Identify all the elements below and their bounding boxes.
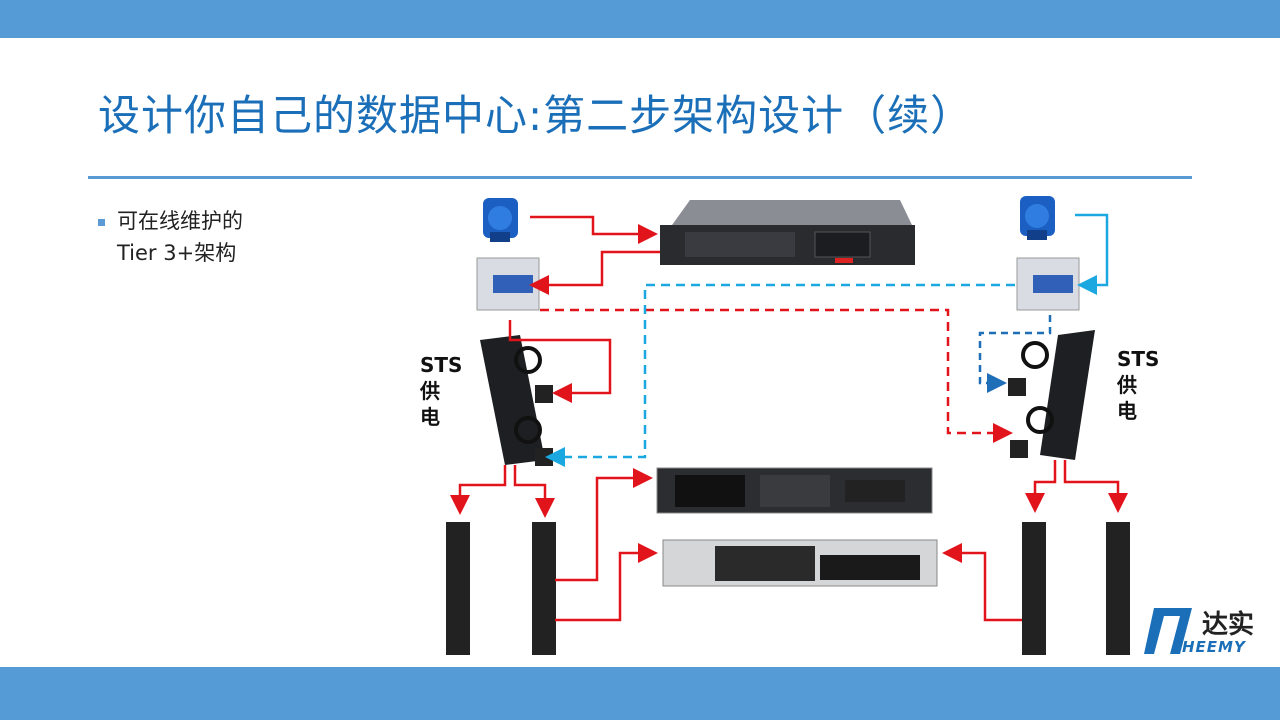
pdu-3 <box>1022 522 1046 655</box>
darkblue-dashed-line <box>978 315 1052 393</box>
bullet-line-2: Tier 3+架构 <box>117 241 237 265</box>
logo-en: HEEMY <box>1182 638 1246 656</box>
title-divider <box>88 176 1192 179</box>
redundant-blue-dashed-line <box>545 283 1015 467</box>
industrial-plug-right <box>1020 196 1055 240</box>
sts-label-line: 供 <box>420 379 440 403</box>
circuit-breaker-left <box>476 257 540 311</box>
sts-label-line: 电 <box>420 405 440 429</box>
blue-power-line <box>1075 213 1109 295</box>
sts-label-left: STS 供 电 <box>420 352 462 430</box>
pdu-4 <box>1106 522 1130 655</box>
sts-left <box>480 335 553 466</box>
pdu-2 <box>532 522 556 655</box>
circuit-breaker-right <box>1016 257 1080 311</box>
bullet-icon <box>98 218 105 226</box>
sts-label-right: STS 供 电 <box>1117 346 1159 424</box>
sts-label-line: 电 <box>1117 399 1137 423</box>
ibm-server <box>656 467 933 514</box>
sts-label-line: STS <box>420 353 463 377</box>
bullet-line-1: 可在线维护的 <box>117 209 243 233</box>
slide-title: 设计你自己的数据中心:第二步架构设计（续） <box>98 91 974 140</box>
sts-label-line: STS <box>1117 347 1160 371</box>
power-lines-red <box>450 215 1128 622</box>
top-banner <box>0 0 1280 38</box>
sts-label-line: 供 <box>1117 373 1137 397</box>
ups-unit <box>660 200 915 265</box>
logo-mark-icon <box>1144 608 1192 654</box>
sts-right <box>1008 330 1095 460</box>
pdu-1 <box>446 522 470 655</box>
heemy-logo: 达实 HEEMY <box>1140 604 1265 658</box>
bullet-list: 可在线维护的 Tier 3+架构 <box>98 205 243 269</box>
hp-server <box>662 539 938 587</box>
industrial-plug-left <box>483 198 518 242</box>
bottom-banner <box>0 667 1280 720</box>
logo-cn: 达实 <box>1202 610 1255 640</box>
redundant-red-dashed-line <box>540 308 1013 443</box>
